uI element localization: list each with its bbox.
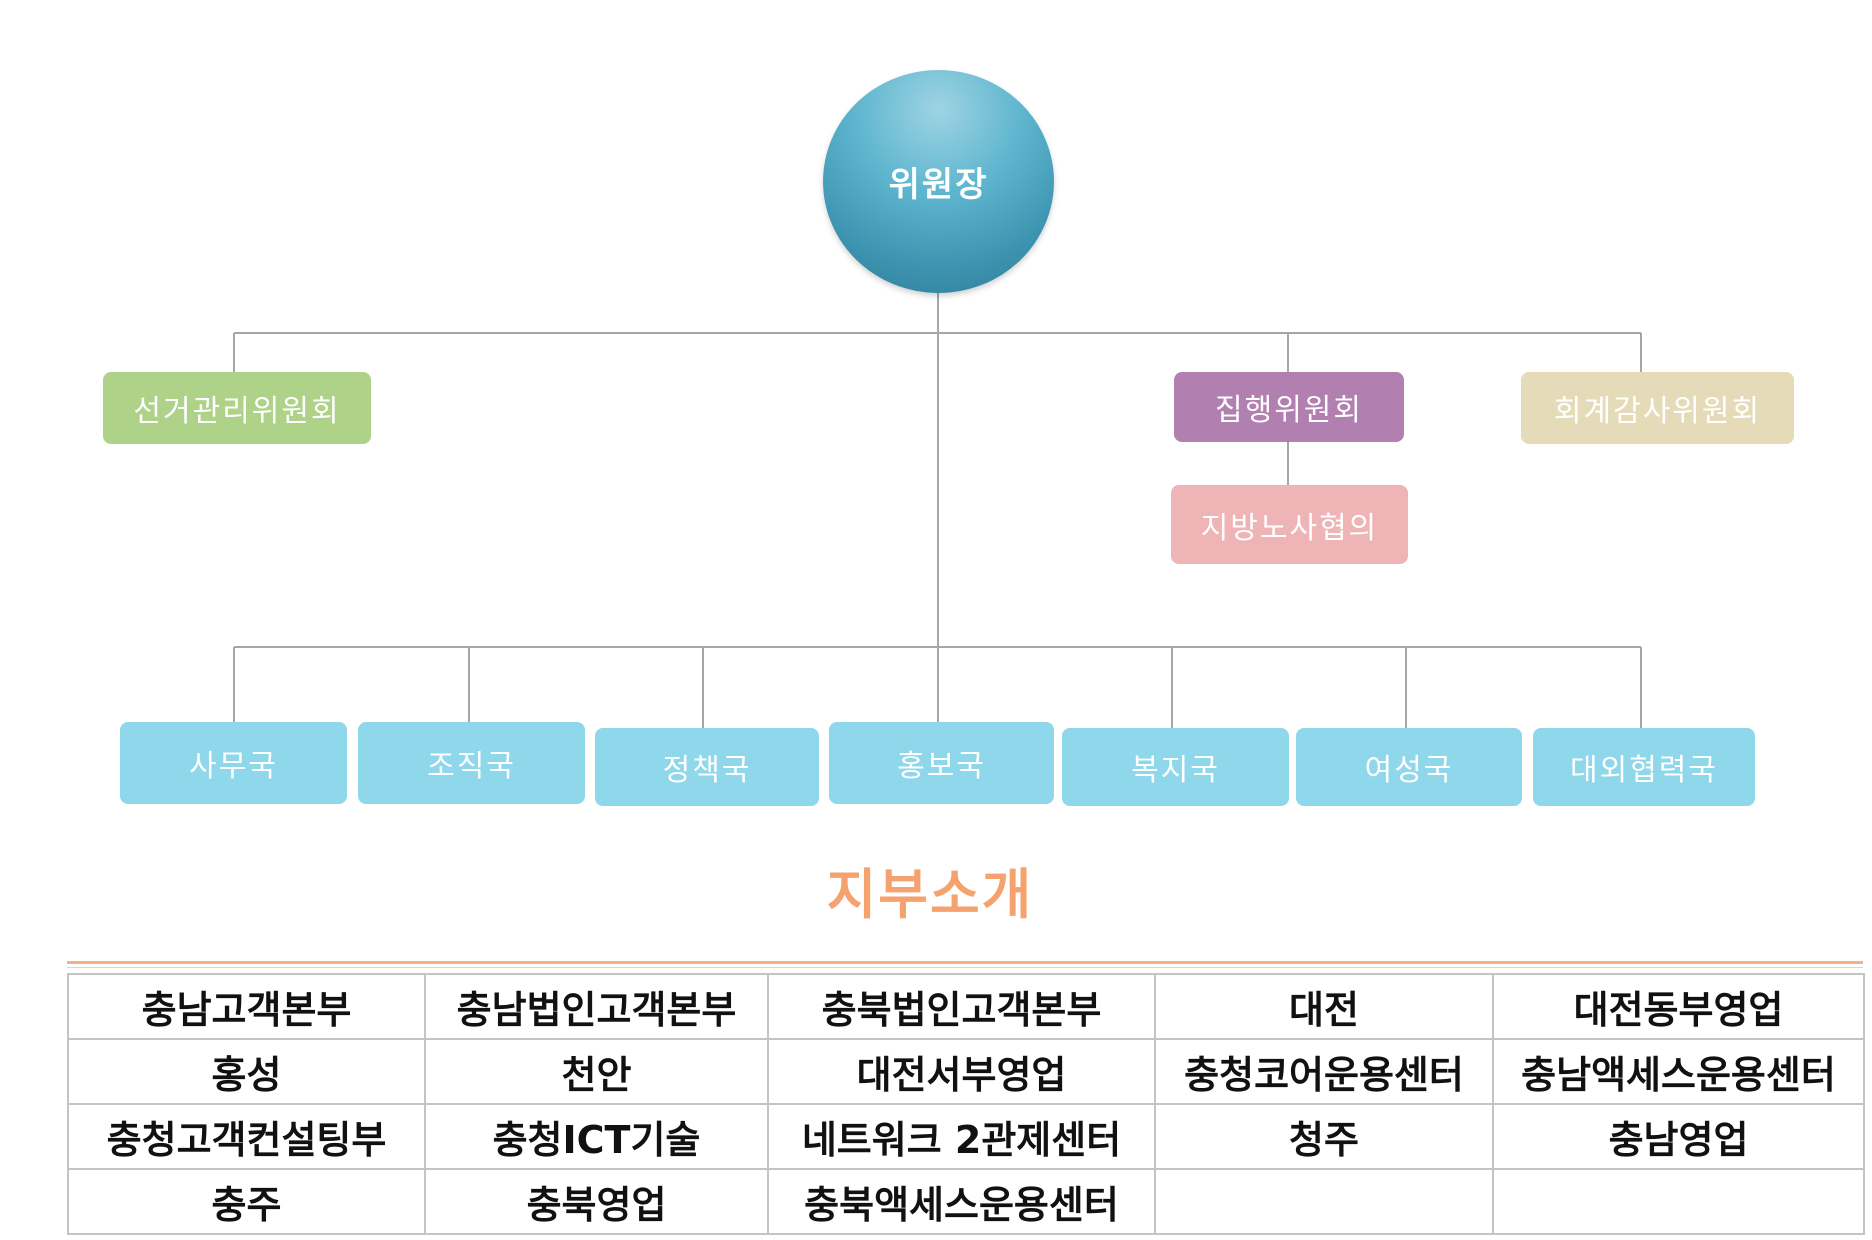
- branch-cell: [1492, 1168, 1865, 1235]
- department-label: 사무국: [189, 749, 278, 784]
- department-node: 조직국: [358, 722, 585, 804]
- branch-cell: 충남법인고객본부: [424, 973, 769, 1040]
- table-row: 충청고객컨설팅부 충청ICT기술 네트워크 2관제센터 청주 충남영업: [67, 1103, 1865, 1170]
- branch-cell: 대전: [1154, 973, 1494, 1040]
- branch-cell: [1154, 1168, 1494, 1235]
- branch-cell: 홍성: [67, 1038, 426, 1105]
- chair-node: 위원장: [823, 70, 1054, 293]
- audit-committee-node: 회계감사위원회: [1521, 372, 1794, 444]
- department-label: 정책국: [662, 753, 752, 788]
- branch-cell: 충주: [67, 1168, 426, 1235]
- labor-council-node: 지방노사협의: [1171, 485, 1408, 564]
- branch-cell: 충북법인고객본부: [767, 973, 1156, 1040]
- branch-cell: 대전동부영업: [1492, 973, 1865, 1040]
- branch-cell: 충청고객컨설팅부: [67, 1103, 426, 1170]
- department-node: 대외협력국: [1533, 728, 1755, 806]
- branch-cell: 천안: [424, 1038, 769, 1105]
- branch-cell: 충청코어운용센터: [1154, 1038, 1494, 1105]
- department-label: 홍보국: [897, 749, 986, 784]
- branch-cell: 충북액세스운용센터: [767, 1168, 1156, 1235]
- branch-cell: 충남영업: [1492, 1103, 1865, 1170]
- table-row: 홍성 천안 대전서부영업 충청코어운용센터 충남액세스운용센터: [67, 1038, 1865, 1105]
- audit-committee-label: 회계감사위원회: [1553, 394, 1762, 429]
- department-node: 여성국: [1296, 728, 1522, 806]
- department-label: 대외협력국: [1570, 753, 1718, 788]
- executive-committee-label: 집행위원회: [1215, 393, 1363, 428]
- branch-cell: 네트워크 2관제센터: [767, 1103, 1156, 1170]
- department-node: 홍보국: [829, 722, 1054, 804]
- labor-council-label: 지방노사협의: [1200, 510, 1379, 546]
- department-node: 복지국: [1062, 728, 1289, 806]
- branch-table: 충남고객본부 충남법인고객본부 충북법인고객본부 대전 대전동부영업 홍성 천안…: [67, 973, 1865, 1235]
- section-divider: [67, 961, 1863, 964]
- branch-section-title: 지부소개: [826, 863, 1034, 926]
- branch-cell: 청주: [1154, 1103, 1494, 1170]
- department-node: 정책국: [595, 728, 819, 806]
- branch-cell: 충북영업: [424, 1168, 769, 1235]
- table-row: 충남고객본부 충남법인고객본부 충북법인고객본부 대전 대전동부영업: [67, 973, 1865, 1040]
- section-divider-thin: [67, 967, 1863, 968]
- election-committee-node: 선거관리위원회: [103, 372, 371, 444]
- branch-cell: 대전서부영업: [767, 1038, 1156, 1105]
- department-label: 복지국: [1131, 753, 1220, 788]
- executive-committee-node: 집행위원회: [1174, 372, 1404, 442]
- department-label: 조직국: [427, 749, 516, 784]
- chair-label: 위원장: [888, 165, 989, 205]
- branch-cell: 충청ICT기술: [424, 1103, 769, 1170]
- branch-cell: 충남액세스운용센터: [1492, 1038, 1865, 1105]
- department-node: 사무국: [120, 722, 347, 804]
- election-committee-label: 선거관리위원회: [133, 394, 341, 429]
- table-row: 충주 충북영업 충북액세스운용센터: [67, 1168, 1865, 1235]
- department-label: 여성국: [1364, 753, 1454, 788]
- branch-cell: 충남고객본부: [67, 973, 426, 1040]
